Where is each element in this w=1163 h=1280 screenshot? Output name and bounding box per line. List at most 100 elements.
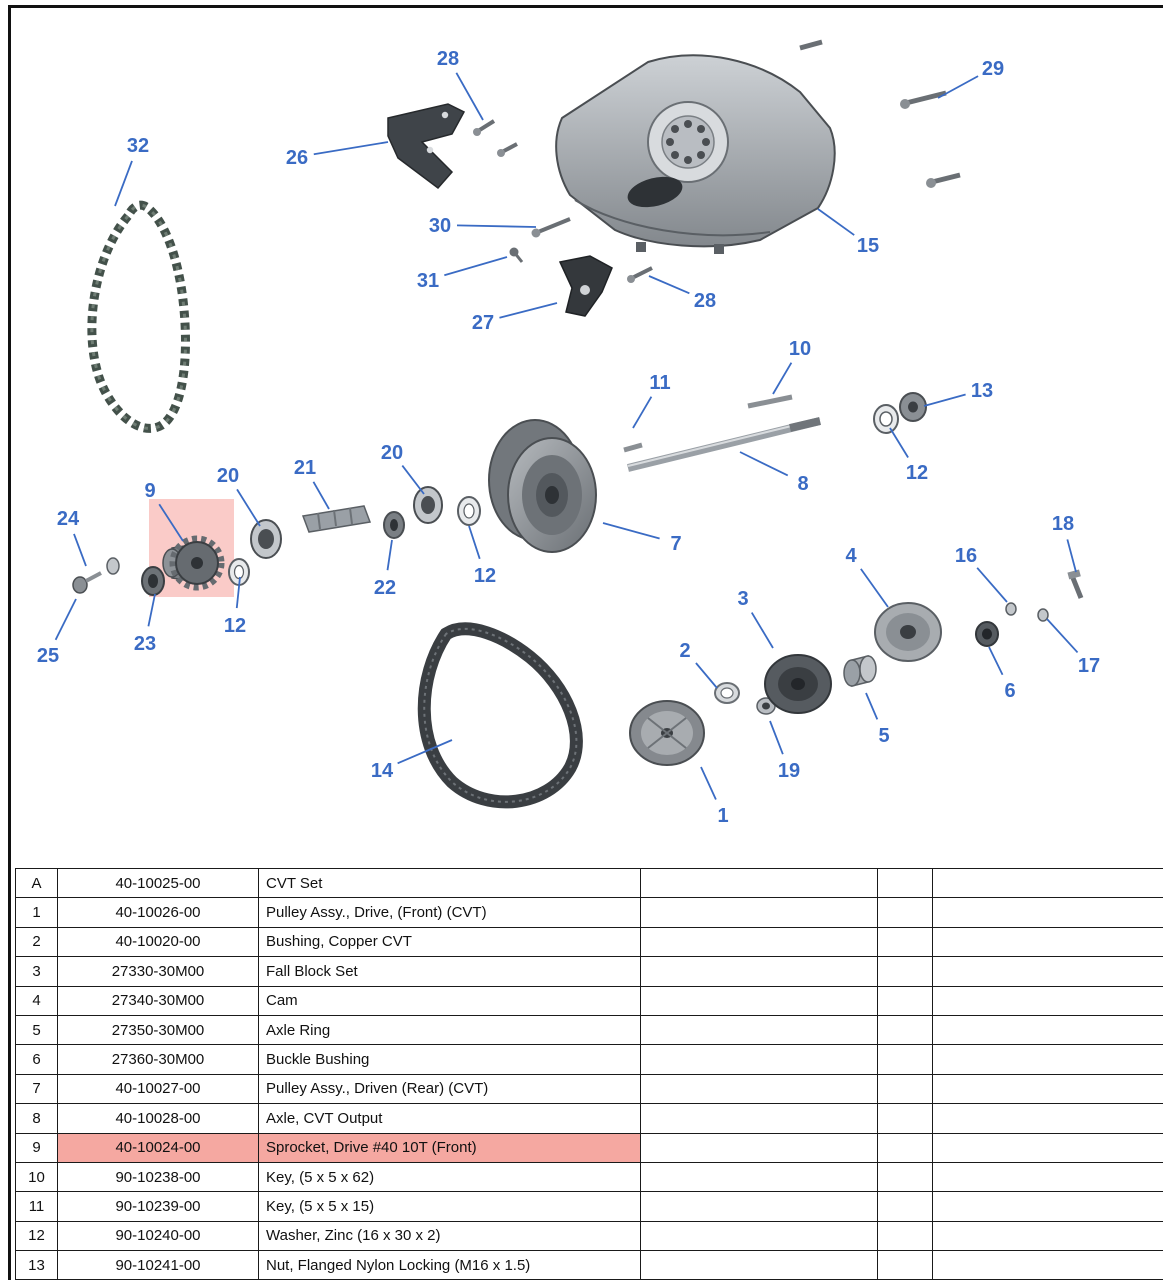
bolt-part <box>799 39 961 188</box>
washer-part <box>72 557 250 596</box>
callout-label: 27 <box>472 312 494 334</box>
bushing-part <box>714 682 776 715</box>
part-number-cell: 40-10026-00 <box>57 897 259 928</box>
axle-part <box>627 417 821 472</box>
callout-label: 30 <box>429 215 451 237</box>
empty-cell <box>640 1191 878 1222</box>
cvt-cover-part <box>555 54 836 254</box>
callout-leader-line <box>632 396 653 429</box>
callout-leader-line <box>695 662 718 689</box>
description-cell: Nut, Flanged Nylon Locking (M16 x 1.5) <box>258 1250 641 1280</box>
empty-cell <box>932 1191 1163 1222</box>
callout-leader-line <box>235 576 241 609</box>
fall-block-part <box>764 654 832 714</box>
callout-label: 31 <box>417 270 439 292</box>
callout-leader-line <box>499 302 558 319</box>
callout-leader-line <box>455 72 484 121</box>
part-number-cell: 40-10020-00 <box>57 926 259 958</box>
part-number-cell: 27330-30M00 <box>57 956 259 987</box>
sprocket-part <box>162 535 225 591</box>
callout-leader-line <box>114 160 133 207</box>
diagram-canvas: 2829263230153127281011131282021209712222… <box>37 39 1100 827</box>
callout-label: 10 <box>789 338 811 360</box>
empty-cell <box>877 1014 933 1046</box>
chain-part <box>87 200 190 433</box>
empty-cell <box>640 1073 878 1105</box>
description-cell: Pulley Assy., Driven (Rear) (CVT) <box>258 1073 641 1105</box>
callout-label: 3 <box>737 588 748 610</box>
item-cell: 13 <box>15 1250 58 1280</box>
callout-label: 21 <box>294 457 316 479</box>
description-cell: Key, (5 x 5 x 62) <box>258 1161 641 1193</box>
washer-part <box>873 392 927 434</box>
callout-label: 19 <box>778 760 800 782</box>
callout-leader-line <box>54 598 77 641</box>
empty-cell <box>640 956 878 987</box>
empty-cell <box>640 867 878 899</box>
cam-part <box>874 602 942 662</box>
callout-leader-line <box>1066 539 1077 573</box>
description-cell: Bushing, Copper CVT <box>258 926 641 958</box>
callout-label: 20 <box>381 442 403 464</box>
callout-label: 4 <box>845 545 857 567</box>
description-cell: Cam <box>258 985 641 1016</box>
empty-cell <box>932 1103 1163 1134</box>
empty-cell <box>932 867 1163 899</box>
empty-cell <box>877 1103 933 1134</box>
empty-cell <box>877 956 933 987</box>
callout-label: 15 <box>857 235 879 257</box>
callout-leader-line <box>923 393 966 407</box>
belt-part <box>417 622 583 809</box>
callout-leader-line <box>648 275 690 295</box>
part-number-cell: 90-10240-00 <box>57 1220 259 1252</box>
callout-leader-line <box>444 256 508 277</box>
description-cell: Buckle Bushing <box>258 1044 641 1075</box>
empty-cell <box>877 1132 933 1163</box>
key-part <box>623 394 793 453</box>
description-cell: CVT Set <box>258 867 641 899</box>
empty-cell <box>640 926 878 958</box>
callout-leader-line <box>313 141 389 156</box>
callout-leader-line <box>312 481 330 510</box>
description-cell: Sprocket, Drive #40 10T (Front) <box>258 1132 641 1163</box>
empty-cell <box>877 867 933 899</box>
callout-leader-line <box>397 739 453 765</box>
callout-label: 29 <box>982 58 1004 80</box>
description-cell: Key, (5 x 5 x 15) <box>258 1191 641 1222</box>
empty-cell <box>640 1132 878 1163</box>
callout-leader-line <box>456 224 537 228</box>
callout-label: 32 <box>127 135 149 157</box>
callout-leader-line <box>468 525 481 560</box>
spline-shaft-part <box>301 505 372 533</box>
callout-leader-line <box>937 75 979 99</box>
callout-leader-line <box>988 646 1004 676</box>
item-cell: 3 <box>15 956 58 987</box>
empty-cell <box>877 1073 933 1105</box>
callout-label: 28 <box>694 290 716 312</box>
callout-leader-line <box>147 593 156 627</box>
callout-leader-line <box>865 692 879 720</box>
callout-label: 12 <box>474 565 496 587</box>
callout-label: 17 <box>1078 655 1100 677</box>
empty-cell <box>932 926 1163 958</box>
item-cell: 11 <box>15 1191 58 1222</box>
description-cell: Washer, Zinc (16 x 30 x 2) <box>258 1220 641 1252</box>
empty-cell <box>932 1250 1163 1280</box>
bolt-part <box>509 217 571 263</box>
empty-cell <box>877 1191 933 1222</box>
part-number-cell: 40-10027-00 <box>57 1073 259 1105</box>
empty-cell <box>932 897 1163 928</box>
callout-label: 14 <box>371 760 394 782</box>
empty-cell <box>932 1044 1163 1075</box>
callout-label: 24 <box>57 508 80 530</box>
item-cell: 12 <box>15 1220 58 1252</box>
callout-leader-line <box>386 539 393 571</box>
item-cell: A <box>15 867 58 899</box>
